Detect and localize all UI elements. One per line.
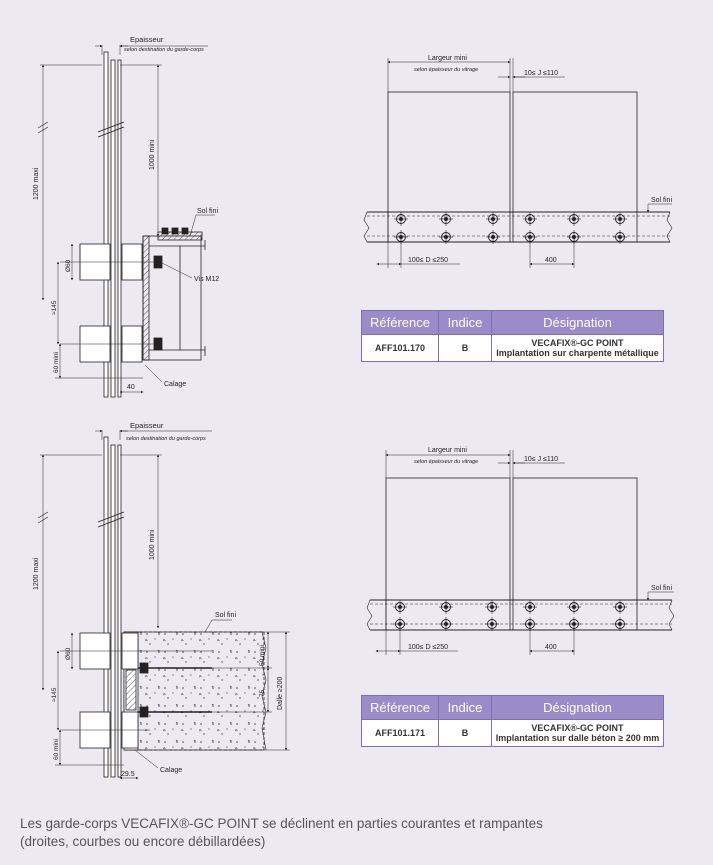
steel-beam [142, 235, 202, 361]
dim-75: 75 [259, 689, 266, 697]
dim-40: 40 [127, 384, 135, 391]
dim-diameter-60: Ø60 [65, 647, 72, 660]
elevation-view-concrete [366, 450, 675, 655]
label-calage: Calage [160, 767, 182, 774]
cell-reference: AFF101.171 [361, 719, 439, 747]
label-vis-m12: Vis M12 [194, 276, 219, 283]
header-indice: Indice [438, 695, 492, 720]
concrete-slab [123, 631, 265, 751]
label-distance-d: 100≤ D ≤250 [408, 257, 448, 264]
cell-designation: VECAFIX®-GC POINT Implantation sur dalle… [491, 719, 664, 747]
label-sol-fini: Sol fini [197, 208, 218, 215]
reference-table-concrete: Référence Indice Désignation AFF101.171 … [361, 695, 664, 747]
break-mark [97, 121, 125, 138]
dim-dalle-200: Dalle ≥200 [277, 676, 284, 710]
glass-panel [103, 51, 109, 398]
caption-line1: Les garde-corps VECAFIX®-GC POINT se déc… [20, 816, 543, 831]
label-400: 400 [545, 257, 557, 264]
cell-designation: VECAFIX®-GC POINT Implantation sur charp… [491, 334, 664, 362]
label-epaisseur: Epaisseur [130, 35, 164, 44]
label-sol-fini: Sol fini [215, 612, 236, 619]
header-reference: Référence [361, 310, 439, 335]
glass-panel [110, 59, 116, 398]
dim-1000-mini: 1000 mini [149, 529, 156, 560]
dim-1000-mini: 1000 mini [149, 139, 156, 170]
header-reference: Référence [361, 695, 439, 720]
dim-145: ≈145 [51, 687, 58, 702]
table-row: AFF101.171 B VECAFIX®-GC POINT Implantat… [361, 719, 664, 747]
caption-line2: (droites, courbes ou encore débillardées… [20, 834, 266, 849]
label-epaisseur: Epaisseur [130, 421, 164, 430]
cell-indice: B [438, 334, 492, 362]
label-distance-d: 100≤ D ≤250 [408, 644, 448, 651]
cell-indice: B [438, 719, 492, 747]
label-joint: 10≤ J ≤110 [524, 70, 558, 77]
label-400: 400 [545, 644, 557, 651]
table-row: AFF101.170 B VECAFIX®-GC POINT Implantat… [361, 334, 664, 362]
label-joint: 10≤ J ≤110 [524, 456, 558, 463]
section-view-concrete [37, 429, 290, 780]
dim-1200-maxi: 1200 maxi [33, 557, 40, 590]
table-header-row: Référence Indice Désignation [361, 695, 664, 720]
cell-reference: AFF101.170 [361, 334, 439, 362]
section-view-steel [37, 44, 215, 398]
designation-line2: Implantation sur dalle béton ≥ 200 mm [495, 733, 660, 743]
glass-panel [103, 436, 109, 778]
header-designation: Désignation [491, 310, 664, 335]
label-largeur-note: selon épaisseur du vitrage [414, 67, 478, 73]
label-sol-fini: Sol fini [651, 585, 672, 592]
dim-60-mini: 60 mini [53, 352, 60, 373]
glass-panel [110, 444, 116, 778]
dim-1200-maxi: 1200 maxi [33, 167, 40, 200]
label-sol-fini: Sol fini [651, 197, 672, 204]
break-mark [97, 511, 125, 528]
elevation-view-steel [363, 58, 673, 268]
dim-145: ≈145 [51, 300, 58, 315]
label-epaisseur-note: selon destination du garde-corps [124, 47, 204, 53]
header-designation: Désignation [491, 695, 664, 720]
header-indice: Indice [438, 310, 492, 335]
designation-line1: VECAFIX®-GC POINT [531, 338, 624, 348]
caption: Les garde-corps VECAFIX®-GC POINT se déc… [20, 815, 620, 851]
label-largeur-note: selon épaisseur du vitrage [414, 459, 478, 465]
designation-line2: Implantation sur charpente métallique [496, 348, 659, 358]
dim-29-5: 29.5 [121, 771, 135, 778]
label-epaisseur-note: selon destination du garde-corps [126, 436, 206, 442]
dim-diameter-60: Ø60 [65, 259, 72, 272]
label-calage: Calage [164, 381, 186, 388]
dim-60-mini: 60 mini [53, 739, 60, 760]
dim-50-mini: 50 mini [259, 645, 266, 666]
reference-table-steel: Référence Indice Désignation AFF101.170 … [361, 310, 664, 362]
label-largeur-mini: Largeur mini [428, 55, 467, 62]
label-largeur-mini: Largeur mini [428, 447, 467, 454]
table-header-row: Référence Indice Désignation [361, 310, 664, 335]
designation-line1: VECAFIX®-GC POINT [531, 723, 624, 733]
